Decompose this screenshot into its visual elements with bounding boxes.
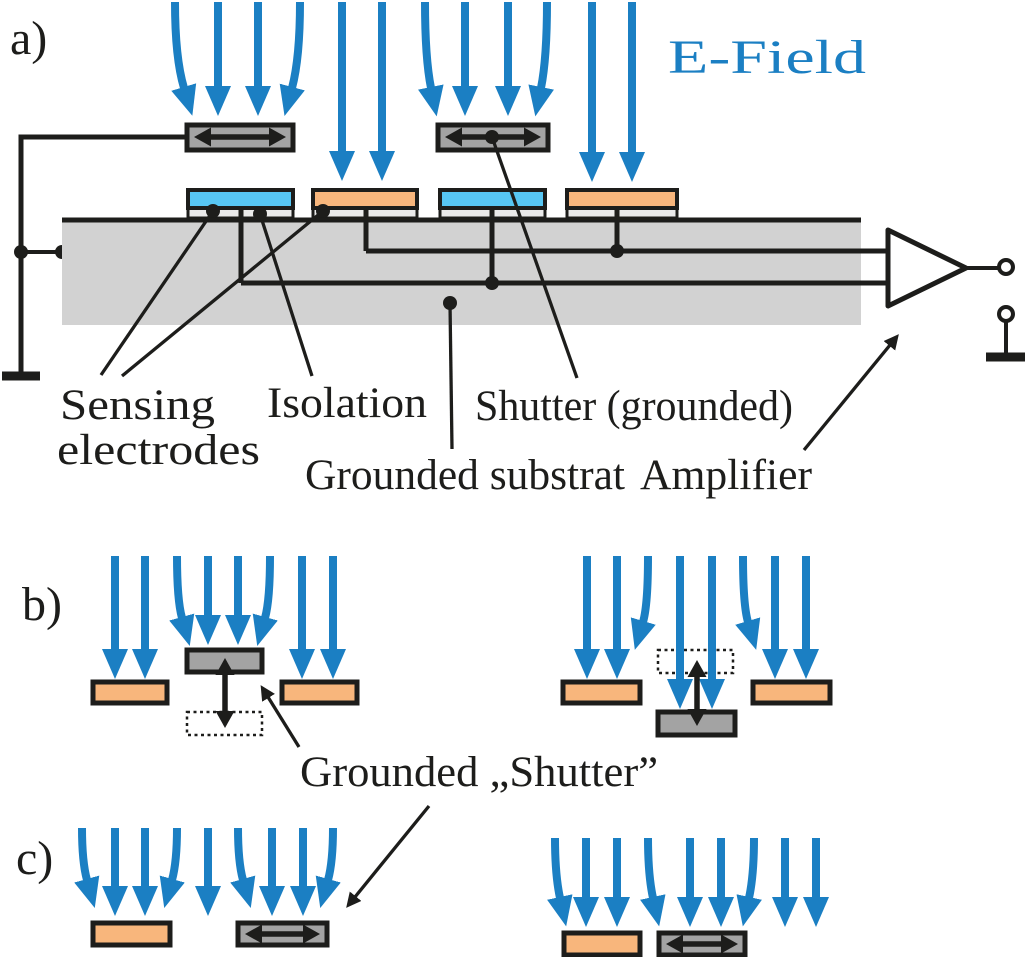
field-arrow (252, 555, 278, 646)
field-arrow (315, 827, 341, 908)
panel-label-c: c) (16, 832, 53, 885)
output-terminal (997, 258, 1015, 276)
field-arrow (159, 827, 185, 908)
field-arrow (630, 555, 656, 650)
field-arrow (279, 1, 305, 117)
leader-shutter (490, 136, 579, 379)
field-arrow (230, 827, 256, 908)
junction-dot (14, 245, 28, 259)
panel-c: c) (16, 827, 829, 957)
grounded-shutter-label: Grounded „Shutter” (300, 749, 658, 796)
field-arrow (418, 1, 444, 117)
leader-sensing-2 (120, 209, 325, 378)
panel-c-left (74, 827, 341, 948)
electrode-left (90, 679, 170, 706)
electrode (561, 930, 643, 957)
leader-isolation (258, 213, 314, 377)
efield-arrows-c-left (74, 827, 341, 916)
shutter-a1 (184, 122, 296, 153)
efield-arrows-b-left (102, 555, 346, 679)
isolation-label: Isolation (267, 380, 427, 427)
junction-dot (485, 276, 499, 290)
panel-b-right (560, 555, 833, 738)
grounded-substrat-label: Grounded substrat (305, 452, 625, 499)
callout-dot (443, 296, 457, 310)
shutter-ghost-position (185, 710, 264, 737)
panel-a: a) E-Field Sensing electrodes Isolation … (2, 1, 1025, 499)
sensing-electrode-orange (565, 188, 679, 210)
sensing-electrode-blue (438, 188, 547, 210)
shutter-grounded-label: Shutter (grounded) (475, 383, 793, 430)
shutter-ghost-position (656, 648, 735, 675)
reference-terminal (997, 305, 1015, 323)
amplifier-pointer-arrow (802, 334, 899, 452)
shutter-plate-down (655, 709, 738, 738)
shutter-pointer-arrow-c (346, 804, 431, 908)
leader-sensing-1 (99, 210, 215, 376)
electrode (90, 920, 173, 948)
efield-arrows-b-right (574, 555, 819, 709)
electrode-right (279, 679, 360, 706)
shutter-pointer-arrow-b (260, 685, 301, 748)
field-arrow (547, 837, 573, 927)
junction-dot (610, 244, 624, 258)
sensing-electrodes-label-line1: Sensing (60, 382, 215, 429)
callout-dot (206, 204, 220, 218)
panel-label-a: a) (10, 12, 47, 65)
efield-label: E-Field (668, 31, 866, 84)
shutter-plate-up (184, 647, 265, 675)
field-arrow (169, 555, 195, 646)
field-arrow (640, 837, 666, 927)
electrode-right (750, 679, 833, 706)
amplifier-label: Amplifier (640, 452, 812, 499)
field-arrow (735, 555, 761, 650)
callout-dot (253, 207, 267, 221)
leader-lines (99, 130, 899, 452)
field-arrow (528, 1, 554, 117)
shutter-c-right (656, 930, 748, 957)
panel-label-b: b) (22, 578, 62, 631)
panel-c-right (547, 837, 829, 957)
electrode-a3 (438, 188, 547, 283)
panel-b-left (90, 555, 360, 737)
amplifier-triangle (885, 227, 969, 309)
efield-arrows-c-right (547, 837, 829, 927)
leader-substrate (448, 302, 454, 450)
electrode-a2 (311, 188, 419, 251)
amplifier-symbol (885, 227, 1025, 362)
shutter-c-left (235, 920, 330, 948)
bus-wires (241, 248, 888, 286)
callout-dot (485, 130, 499, 144)
efield-arrows-a (171, 1, 645, 182)
sensing-electrode-orange (311, 188, 419, 210)
panel-b: b) (22, 555, 833, 908)
ground-wire (18, 134, 188, 372)
electrode-a4 (565, 188, 679, 251)
sensing-electrode-blue (186, 188, 295, 210)
sensing-electrodes-label-line2: electrodes (57, 427, 260, 474)
field-arrow (171, 1, 197, 116)
electrode-left (560, 679, 643, 706)
callout-dot (316, 204, 330, 218)
field-arrow (736, 837, 762, 927)
field-arrow (74, 827, 100, 908)
grounded-substrate (62, 220, 861, 325)
